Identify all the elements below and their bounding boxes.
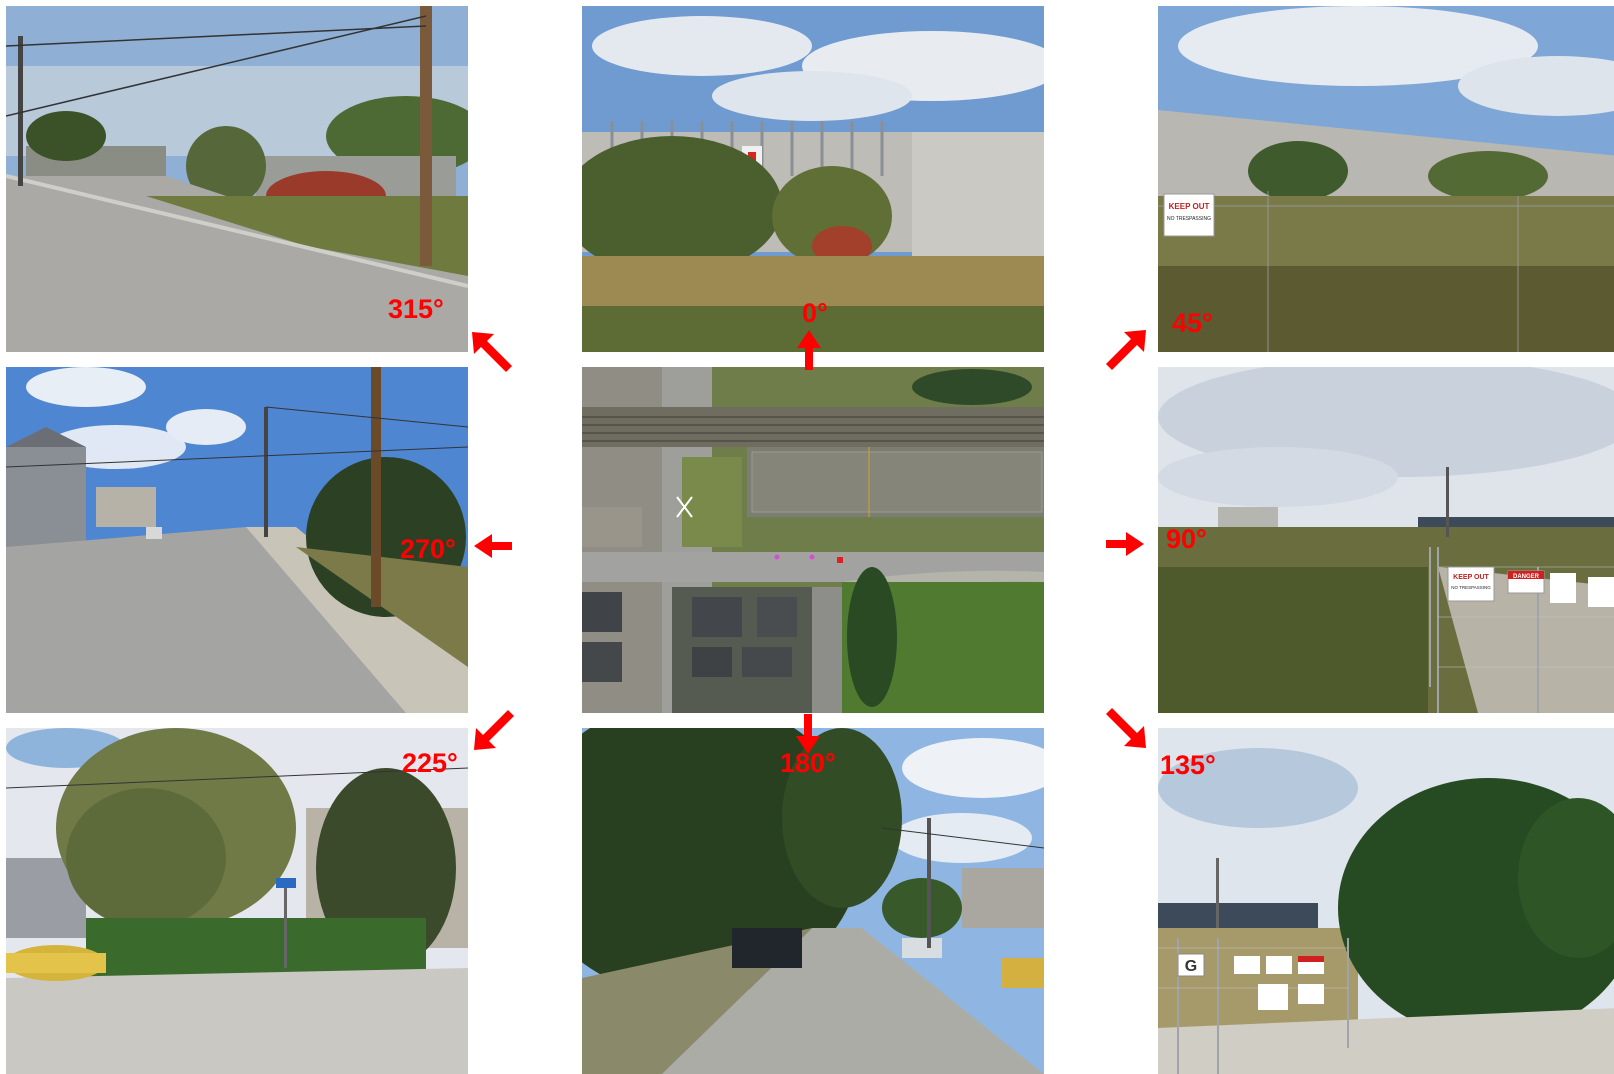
angle-label-90: 90° xyxy=(1166,524,1207,554)
sign-no-trespassing-45: NO TRESPASSING xyxy=(1167,216,1211,222)
photo-180 xyxy=(582,728,1044,1074)
angle-label-135: 135° xyxy=(1160,750,1216,780)
arrow-up-right-icon xyxy=(1104,328,1148,372)
arrow-up-icon xyxy=(787,328,831,372)
photo-270 xyxy=(6,367,468,713)
angle-label-45: 45° xyxy=(1172,308,1213,338)
photo-90: KEEP OUT NO TRESPASSING DANGER xyxy=(1158,367,1614,713)
aerial-map xyxy=(582,367,1044,713)
arrow-up-left-icon xyxy=(470,330,514,374)
sign-no-trespassing-90: NO TRESPASSING xyxy=(1451,585,1491,590)
angle-label-270: 270° xyxy=(400,534,456,564)
arrow-down-icon xyxy=(786,712,830,756)
angle-label-0: 0° xyxy=(802,298,828,328)
angle-label-315: 315° xyxy=(388,294,444,324)
sign-g-135: G xyxy=(1185,958,1197,975)
angle-label-225: 225° xyxy=(402,748,458,778)
arrow-right-icon xyxy=(1104,522,1148,566)
angle-label-180: 180° xyxy=(780,748,836,778)
sign-keep-out-45: KEEP OUT xyxy=(1169,202,1210,211)
arrow-down-left-icon xyxy=(472,708,516,752)
sign-keep-out-90: KEEP OUT xyxy=(1453,574,1489,581)
arrow-down-right-icon xyxy=(1104,706,1148,750)
arrow-left-icon xyxy=(470,524,514,568)
photo-45: KEEP OUT NO TRESPASSING xyxy=(1158,6,1614,352)
photo-135: G xyxy=(1158,728,1614,1074)
sign-danger-90: DANGER xyxy=(1513,574,1540,580)
photo-315 xyxy=(6,6,468,352)
photo-225 xyxy=(6,728,468,1074)
photo-0 xyxy=(582,6,1044,352)
